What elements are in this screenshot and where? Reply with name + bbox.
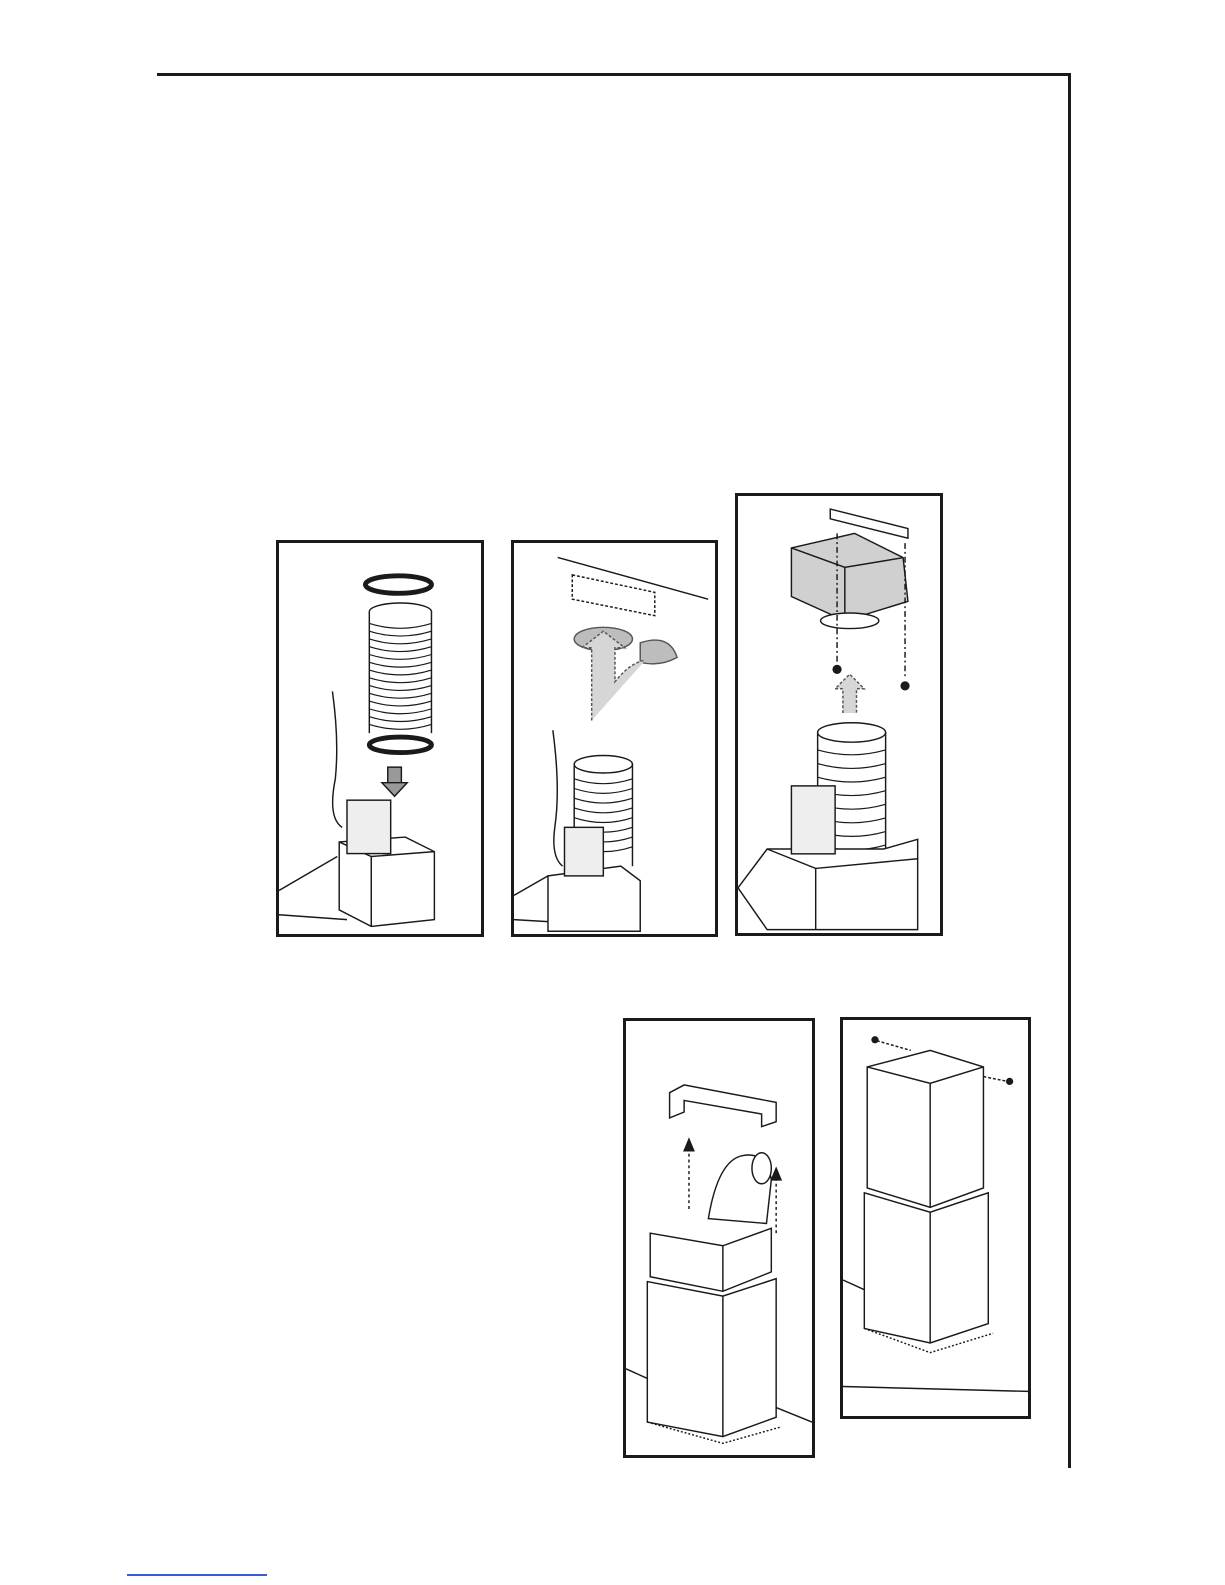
figure-upper-chimney: [623, 1018, 815, 1458]
chimney-screws-illustration: [843, 1020, 1028, 1416]
duct-clamps-illustration: [279, 543, 481, 934]
footer-link-underline: [127, 1574, 267, 1576]
figure-adapter-on-bracket: [735, 493, 943, 936]
figure-chimney-fixed: [840, 1017, 1031, 1419]
duct-route-illustration: [514, 543, 715, 934]
figure-duct-to-bracket: [511, 540, 718, 937]
figure-flexible-duct: [276, 540, 484, 937]
right-rule: [1068, 73, 1071, 1468]
adapter-illustration: [738, 496, 940, 933]
top-rule: [157, 73, 1071, 76]
upper-chimney-illustration: [626, 1021, 812, 1455]
